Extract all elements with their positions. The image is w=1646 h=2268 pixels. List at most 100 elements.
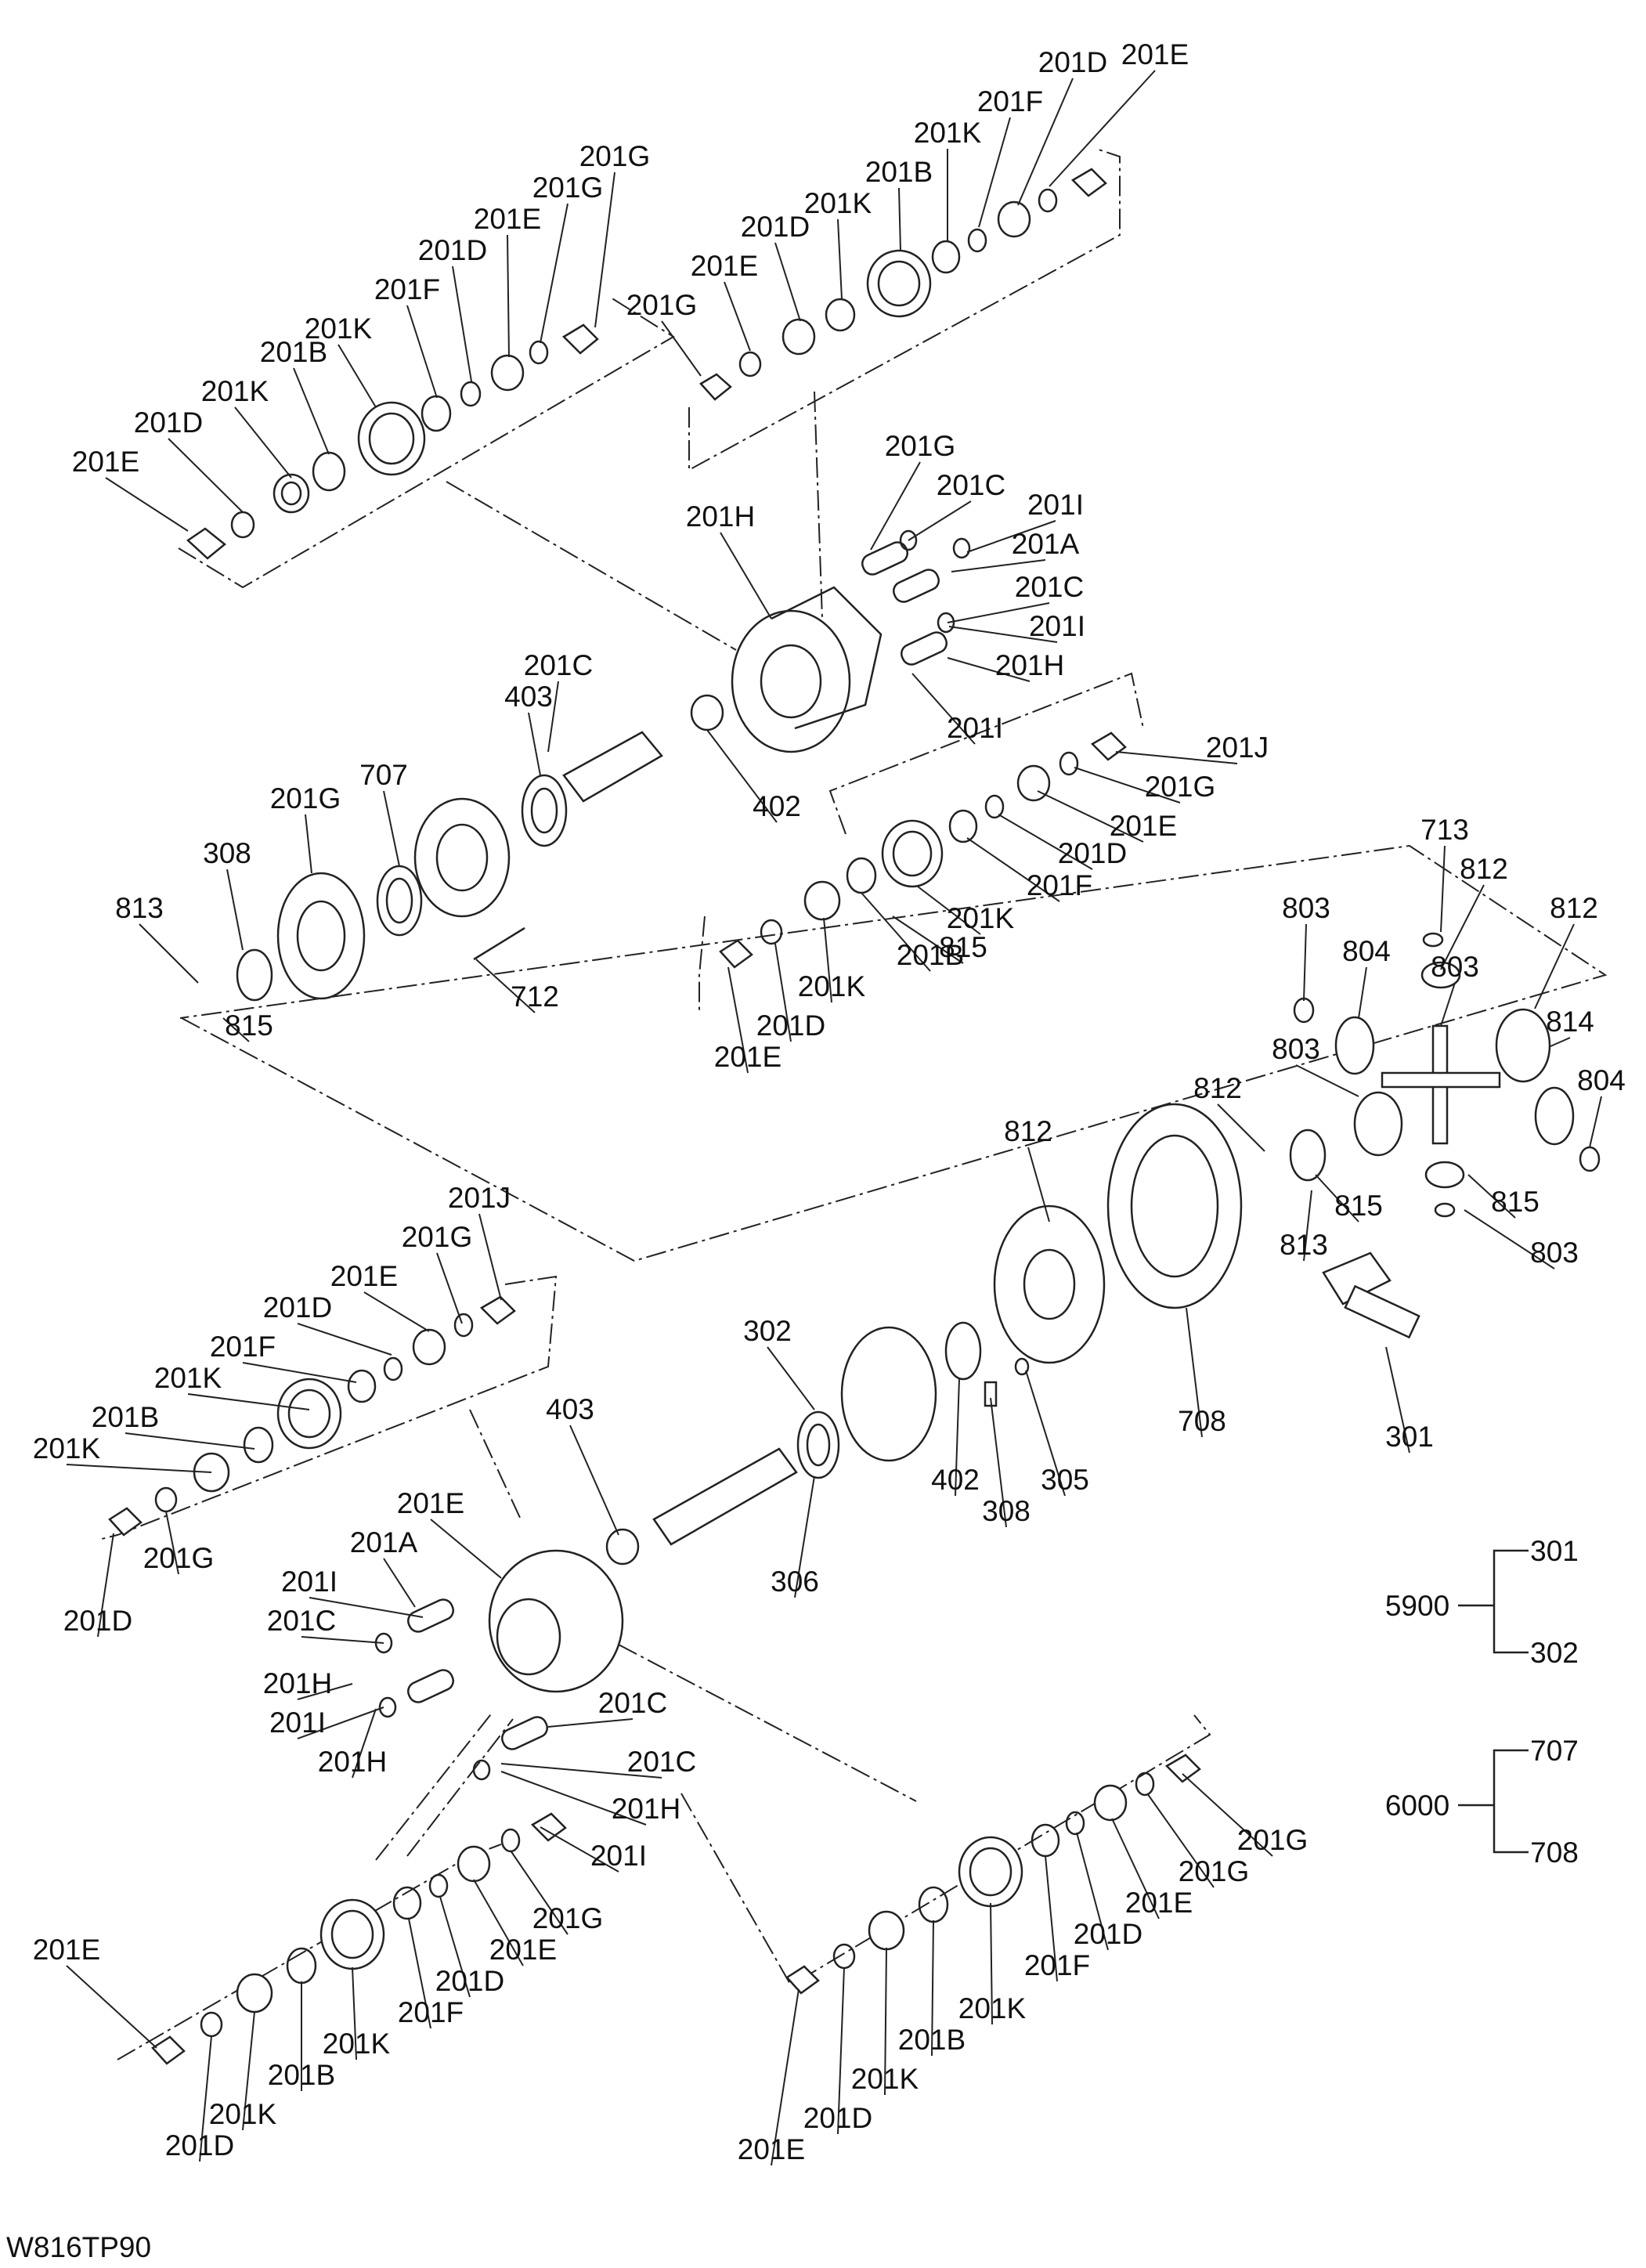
part-callout-label: 201J — [1206, 731, 1269, 764]
leader-line — [547, 1718, 633, 1728]
part-callout-label: 402 — [931, 1464, 980, 1496]
leader-line — [771, 1988, 800, 2166]
shim-part — [738, 351, 762, 377]
leader-line — [727, 966, 749, 1074]
leader-line — [1074, 767, 1181, 804]
leader-line — [990, 1902, 993, 2025]
leader-line — [917, 886, 981, 935]
lock-plate-part — [719, 939, 753, 969]
bolt-part — [473, 926, 525, 961]
leader-line — [1303, 1190, 1312, 1262]
leader-line — [478, 1213, 502, 1301]
part-callout-label: 201I — [1029, 610, 1085, 642]
part-callout-label: 201K — [804, 187, 872, 219]
bearing-cup-part — [881, 819, 944, 888]
part-callout-label: 201B — [260, 336, 327, 368]
leader-line — [439, 1896, 471, 1998]
washer-part — [1014, 1357, 1030, 1376]
leader-line — [1115, 751, 1238, 764]
part-callout-label: 708 — [1178, 1405, 1226, 1437]
planet-pin-part — [861, 541, 908, 576]
lock-plate-part — [151, 2035, 186, 2065]
part-callout-label: 201K — [154, 1362, 222, 1394]
part-callout-label: 201G — [885, 430, 956, 462]
leader-line — [837, 218, 843, 300]
snap-ring-part — [952, 537, 971, 559]
part-callout-label: 201H — [612, 1793, 680, 1825]
leader-line — [165, 1511, 179, 1575]
part-callout-label: 201D — [435, 1965, 504, 1997]
bearing-part — [944, 1321, 982, 1381]
leader-line — [301, 1636, 384, 1644]
leader-line — [125, 1432, 255, 1450]
leader-line — [823, 917, 832, 1003]
part-callout-label: 301 — [1385, 1421, 1434, 1453]
bearing-cone-bore — [280, 481, 302, 506]
link-line-lower-left — [469, 1409, 522, 1520]
part-callout-label: 201C — [267, 1605, 336, 1637]
leader-line — [297, 1323, 392, 1356]
differential-case-part — [276, 872, 366, 1000]
bearing-cone-part — [1016, 764, 1051, 802]
leader-line — [500, 1763, 662, 1779]
leader-line — [1315, 1174, 1359, 1222]
snap-ring-part — [948, 809, 978, 843]
snap-ring-part — [937, 612, 955, 634]
part-callout-label: 201F — [398, 1996, 464, 2028]
snap-ring-part — [312, 451, 346, 492]
shim-part — [500, 1828, 521, 1853]
part-callout-label: 201K — [323, 2028, 391, 2060]
leader-line — [1440, 884, 1485, 970]
part-callout-label: 201G — [270, 782, 341, 814]
part-callout-label: 201I — [590, 1840, 647, 1872]
leader-line — [1534, 923, 1575, 1009]
snap-ring-part — [931, 240, 961, 274]
leader-line — [966, 520, 1056, 553]
part-callout-label: 201E — [1125, 1887, 1193, 1919]
washer-part — [1293, 997, 1315, 1024]
part-callout-label: 201D — [165, 2129, 234, 2161]
bearing-cup-bore — [330, 1909, 374, 1959]
part-callout-label: 812 — [1193, 1072, 1242, 1104]
ring-gear-bore — [806, 1423, 831, 1467]
shim-part — [1038, 188, 1058, 213]
leader-line — [226, 869, 244, 951]
part-callout-label: 201B — [898, 2024, 966, 2056]
part-callout-label: 201G — [402, 1221, 473, 1253]
part-callout-label: 201G — [1237, 1824, 1308, 1856]
part-callout-label: 201D — [134, 406, 203, 439]
lock-plate-part — [1070, 168, 1107, 197]
leader-line — [363, 1291, 430, 1332]
leader-line — [966, 837, 1060, 902]
part-callout-label: 201G — [143, 1542, 215, 1574]
leader-line — [948, 626, 1058, 643]
link-line-upper-right — [814, 391, 823, 619]
planet-pin-part — [407, 1669, 454, 1703]
leader-line — [955, 1378, 960, 1497]
snap-ring-part — [392, 1886, 422, 1920]
leader-line — [222, 1017, 250, 1042]
leader-line — [884, 1947, 887, 2096]
snap-ring-part — [421, 395, 452, 432]
leader-line — [305, 814, 312, 874]
parts-crown-wheel — [993, 1103, 1420, 1364]
pinion-head-part — [1322, 1251, 1392, 1306]
part-callout-label: 201G — [1179, 1855, 1250, 1887]
leader-line — [293, 367, 330, 455]
part-callout-label: 201E — [33, 1934, 100, 1966]
snap-ring-part — [918, 1886, 949, 1923]
shim-part — [1135, 1771, 1155, 1797]
leader-line — [66, 1464, 212, 1473]
leader-line — [1440, 845, 1446, 933]
snap-ring-part — [1031, 1823, 1060, 1858]
part-callout-label: 804 — [1342, 935, 1391, 967]
lock-plate-part — [186, 527, 226, 560]
leader-line — [1385, 1346, 1410, 1454]
bearing-cone-part — [273, 473, 310, 514]
leader-line — [990, 1397, 1007, 1528]
part-callout-label: 201E — [738, 2133, 805, 2165]
leader-line — [1303, 923, 1307, 1002]
leader-line — [794, 1475, 815, 1598]
